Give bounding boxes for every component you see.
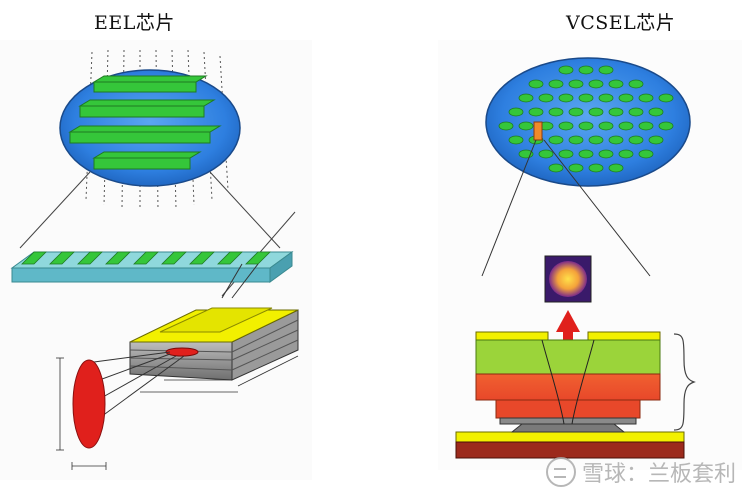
vcsel-emitter — [568, 79, 584, 89]
vcsel-highlighted-emitter — [533, 121, 543, 141]
vcsel-chip-title: VCSEL芯片 — [566, 12, 676, 34]
vcsel-emitter — [608, 163, 624, 173]
vcsel-emitter — [578, 149, 594, 159]
eel-chip-title: EEL芯片 — [94, 12, 175, 34]
vcsel-emitter — [588, 135, 604, 145]
vcsel-emitter — [588, 79, 604, 89]
vcsel-emitter — [588, 163, 604, 173]
vcsel-zoom-lines — [481, 139, 651, 277]
vcsel-emitter — [618, 149, 634, 159]
eel-laser-bar — [10, 251, 294, 283]
vcsel-emitter — [578, 93, 594, 103]
vcsel-emitter — [558, 149, 574, 159]
vcsel-emitter — [538, 93, 554, 103]
vcsel-emitter — [598, 65, 614, 75]
eel-chip-zoom-lines — [221, 263, 259, 299]
eel-emitter-stripes — [68, 75, 222, 170]
vcsel-emitter-array — [498, 65, 674, 173]
vcsel-emitter — [578, 121, 594, 131]
vcsel-emitter — [568, 107, 584, 117]
vcsel-emitter — [628, 135, 644, 145]
vcsel-emitter — [498, 121, 514, 131]
vcsel-emitter — [628, 107, 644, 117]
watermark-text: 雪球：兰板套利 — [581, 462, 736, 487]
eel-diagram — [0, 40, 312, 480]
eel-single-chip — [129, 307, 299, 393]
vcsel-emitter — [518, 93, 534, 103]
vcsel-emitter — [518, 121, 534, 131]
vcsel-current-paths — [541, 339, 595, 425]
vcsel-emitter — [558, 65, 574, 75]
vcsel-emitter — [658, 121, 674, 131]
eel-beam-projection — [93, 351, 185, 423]
vcsel-emitter — [638, 149, 654, 159]
vcsel-emitter — [548, 107, 564, 117]
watermark: 雪球：兰板套利 — [545, 456, 736, 488]
vcsel-emitter — [598, 121, 614, 131]
snowball-logo-icon — [545, 457, 576, 487]
vcsel-emitter — [588, 107, 604, 117]
vcsel-emitter — [608, 107, 624, 117]
vcsel-emitter — [598, 93, 614, 103]
vcsel-diagram — [438, 40, 742, 470]
vcsel-emitter — [548, 79, 564, 89]
vcsel-emitter — [618, 93, 634, 103]
vcsel-emitter — [648, 135, 664, 145]
vcsel-emitter — [508, 107, 524, 117]
eel-beam-dimension — [56, 357, 107, 470]
vcsel-emitter — [608, 135, 624, 145]
vcsel-emitter — [528, 107, 544, 117]
vcsel-emitter — [638, 121, 654, 131]
vcsel-emitter — [578, 65, 594, 75]
eel-emission-spot — [165, 347, 199, 357]
vcsel-emitter — [538, 149, 554, 159]
vcsel-beam-spot — [544, 255, 592, 303]
vcsel-emitter — [508, 135, 524, 145]
vcsel-emitter — [658, 93, 674, 103]
vcsel-layer-stack — [455, 331, 685, 459]
vcsel-emitter — [648, 107, 664, 117]
vcsel-emitter — [638, 93, 654, 103]
vcsel-emitter — [558, 121, 574, 131]
vcsel-emitter — [568, 135, 584, 145]
vcsel-emitter — [528, 79, 544, 89]
vcsel-emitter — [558, 93, 574, 103]
vcsel-emitter — [598, 149, 614, 159]
vcsel-emitter — [548, 163, 564, 173]
vcsel-stack-brace — [673, 333, 696, 431]
eel-far-field-beam — [72, 359, 106, 449]
vcsel-emitter — [548, 135, 564, 145]
vcsel-emitter — [628, 79, 644, 89]
vcsel-emitter — [568, 163, 584, 173]
vcsel-emitter — [608, 79, 624, 89]
vcsel-emitter — [618, 121, 634, 131]
